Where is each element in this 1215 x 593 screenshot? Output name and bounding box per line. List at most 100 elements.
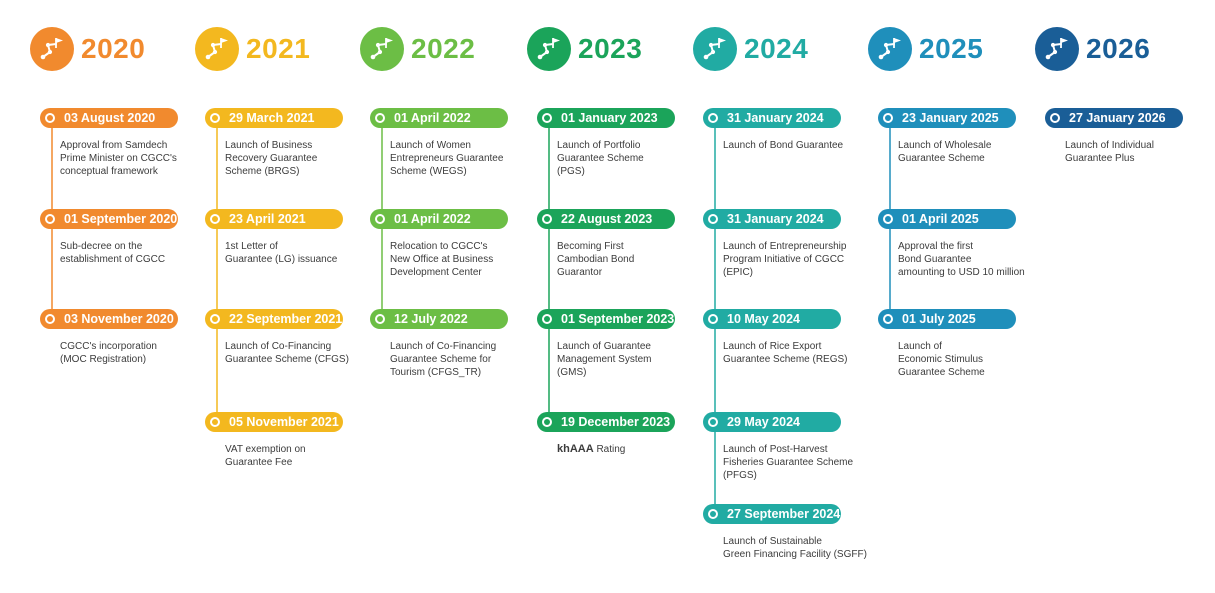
target-dot-icon [881, 212, 895, 226]
event-description: khAAA Rating [557, 443, 705, 456]
event-date: 31 January 2024 [727, 111, 824, 125]
target-dot-icon [706, 312, 720, 326]
event-date-pill: 12 July 2022 [370, 309, 508, 329]
event-date: 27 January 2026 [1069, 111, 1166, 125]
event-description-line: Launch of Portfolio [557, 140, 641, 151]
event-description-line: Program Initiative of CGCC [723, 254, 845, 265]
event-date: 31 January 2024 [727, 212, 824, 226]
event-description-line: CGCC's incorporation [60, 341, 157, 352]
event-description-line: (GMS) [557, 367, 587, 378]
year-badge [360, 27, 404, 71]
event-description-line: (EPIC) [723, 267, 753, 278]
event-date-pill: 03 November 2020 [40, 309, 178, 329]
event-date-pill: 29 May 2024 [703, 412, 841, 432]
event-description-line: Green Financing Facility (SGFF) [723, 549, 867, 560]
event-description-line: Prime Minister on CGCC's [60, 153, 177, 164]
event-description-line: Tourism (CFGS_TR) [390, 367, 482, 378]
event-date: 01 September 2020 [64, 212, 178, 226]
event-description-line: (PFGS) [723, 470, 757, 481]
target-dot-icon [540, 312, 554, 326]
event-date: 27 September 2024 [727, 507, 841, 521]
event-description-line: Launch of Co-Financing [225, 341, 332, 352]
event-description: CGCC's incorporation (MOC Registration) [60, 340, 208, 366]
event-date: 29 May 2024 [727, 415, 800, 429]
event-description-line: Launch of Entrepreneurship [723, 241, 847, 252]
event-description-line: Launch of Sustainable [723, 536, 822, 547]
event-description-line: Economic Stimulus [898, 354, 984, 365]
event-date: 01 July 2025 [902, 312, 976, 326]
event-description-line: Launch of Post-Harvest [723, 444, 828, 455]
event-description-line: Scheme (BRGS) [225, 166, 300, 177]
year-label: 2021 [246, 33, 311, 64]
event-description-line: Rating [596, 444, 626, 455]
target-dot-icon [706, 111, 720, 125]
target-dot-icon [43, 111, 57, 125]
target-dot-icon [43, 312, 57, 326]
event-description-line: Launch of Co-Financing [390, 341, 497, 352]
event-date: 03 August 2020 [64, 111, 156, 125]
target-dot-icon [881, 312, 895, 326]
target-dot-icon [1048, 111, 1062, 125]
event-description-line: Guarantee Plus [1065, 153, 1135, 164]
year-label: 2023 [578, 33, 643, 64]
target-dot-icon [208, 111, 222, 125]
event-description-line: Guarantee Scheme for [390, 354, 492, 365]
year-label: 2025 [919, 33, 984, 64]
event-description-line: Entrepreneurs Guarantee [390, 153, 504, 164]
event-description-line: Becoming First [557, 241, 624, 252]
target-dot-icon [373, 312, 387, 326]
year-header: 2025 [868, 27, 1028, 71]
event-date: 03 November 2020 [64, 312, 174, 326]
target-dot-icon [706, 212, 720, 226]
event-date: 22 September 2021 [229, 312, 343, 326]
target-dot-icon [373, 212, 387, 226]
event-description-line: Bond Guarantee [898, 254, 972, 265]
event-description-line: Launch of Bond Guarantee [723, 140, 844, 151]
event-description-line: amounting to USD 10 million [898, 267, 1025, 278]
event-description-line: Launch of Guarantee [557, 341, 651, 352]
event-date-pill: 01 April 2022 [370, 108, 508, 128]
event-date: 19 December 2023 [561, 415, 671, 429]
event-description-line: Guarantee (LG) issuance [225, 254, 338, 265]
event-description-line: (MOC Registration) [60, 354, 147, 365]
event-date: 23 January 2025 [902, 111, 999, 125]
target-dot-icon [881, 111, 895, 125]
event-date-pill: 27 January 2026 [1045, 108, 1183, 128]
event-date-pill: 27 September 2024 [703, 504, 841, 524]
event-date: 05 November 2021 [229, 415, 339, 429]
event-description: Launch of Bond Guarantee [723, 139, 871, 152]
event-description-line: Guarantee Scheme (REGS) [723, 354, 848, 365]
event-date-pill: 10 May 2024 [703, 309, 841, 329]
event-date: 01 January 2023 [561, 111, 658, 125]
year-header: 2020 [30, 27, 190, 71]
event-description-line: 1st Letter of [225, 241, 278, 252]
event-date: 12 July 2022 [394, 312, 468, 326]
event-date-pill: 01 July 2025 [878, 309, 1016, 329]
event-description-line: Management System [557, 354, 652, 365]
event-description-line: Cambodian Bond [557, 254, 635, 265]
event-description-line: conceptual framework [60, 166, 158, 177]
event-date: 01 April 2025 [902, 212, 979, 226]
event-date-pill: 23 January 2025 [878, 108, 1016, 128]
event-date-pill: 01 April 2022 [370, 209, 508, 229]
event-description-line: Guarantor [557, 267, 603, 278]
year-header: 2023 [527, 27, 687, 71]
event-description-line: establishment of CGCC [60, 254, 166, 265]
